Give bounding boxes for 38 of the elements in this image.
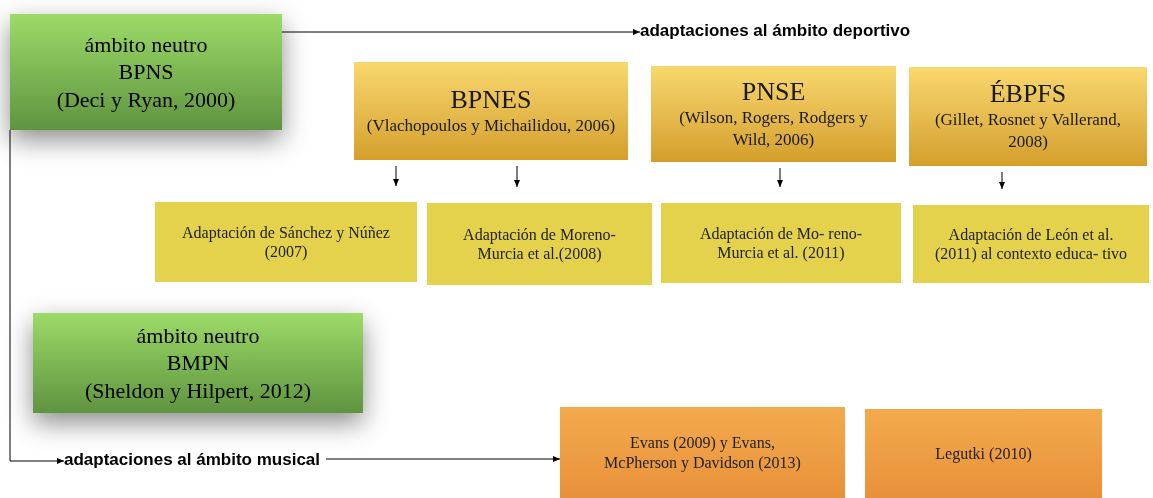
- scale-name: ÉBPFS: [989, 79, 1067, 110]
- scale-box: [651, 66, 896, 162]
- box-text: Adaptación de Moreno-Murcia et al.(2008): [462, 224, 617, 264]
- box-text: Adaptación de León et al. (2011) al contexto educa- tivo: [933, 224, 1129, 264]
- adaptation-box: [427, 203, 652, 285]
- box-text: ámbito neutro: [84, 30, 208, 59]
- study-box: [865, 409, 1102, 498]
- framework-box: [33, 313, 363, 413]
- box-text: adaptaciones al ámbito deportivo: [640, 20, 911, 43]
- box-text: Adaptación de Mo- reno-Murcia et al. (2011): [698, 223, 864, 263]
- scale-box: [354, 62, 628, 160]
- study-box: [560, 407, 845, 498]
- box-text: BPNS: [118, 58, 174, 86]
- adaptation-box: [155, 202, 417, 282]
- box-text: Evans (2009) y Evans, McPherson y Davidson (2013): [603, 433, 802, 472]
- box-text: (Sheldon y Hilpert, 2012): [84, 376, 312, 405]
- arrow: [325, 456, 561, 462]
- box-text: BMPN: [166, 349, 230, 377]
- arrow: [514, 165, 520, 188]
- box-text: ámbito neutro: [136, 321, 260, 350]
- arrow: [777, 167, 783, 188]
- box-text: adaptaciones al ámbito musical: [64, 449, 321, 472]
- box-text: (Wilson, Rogers, Rodgers y Wild, 2006): [678, 106, 869, 151]
- framework-box: [10, 14, 282, 130]
- arrow: [393, 165, 399, 187]
- box-text: Adaptación de Sánchez y Núñez (2007): [181, 222, 391, 262]
- scale-name: BPNES: [450, 85, 532, 115]
- box-text: Legutki (2010): [935, 443, 1032, 464]
- box-text: (Deci y Ryan, 2000): [56, 85, 236, 114]
- arrow: [9, 129, 65, 464]
- scale-name: PNSE: [741, 76, 806, 107]
- box-text: (Vlachopoulos y Michailidou, 2006): [366, 114, 616, 137]
- arrow: [281, 29, 641, 35]
- scale-box: [909, 67, 1147, 166]
- adaptation-box: [661, 203, 901, 283]
- arrow: [999, 171, 1005, 190]
- adaptation-box: [913, 205, 1149, 283]
- box-text: (Gillet, Rosnet y Vallerand, 2008): [933, 109, 1123, 154]
